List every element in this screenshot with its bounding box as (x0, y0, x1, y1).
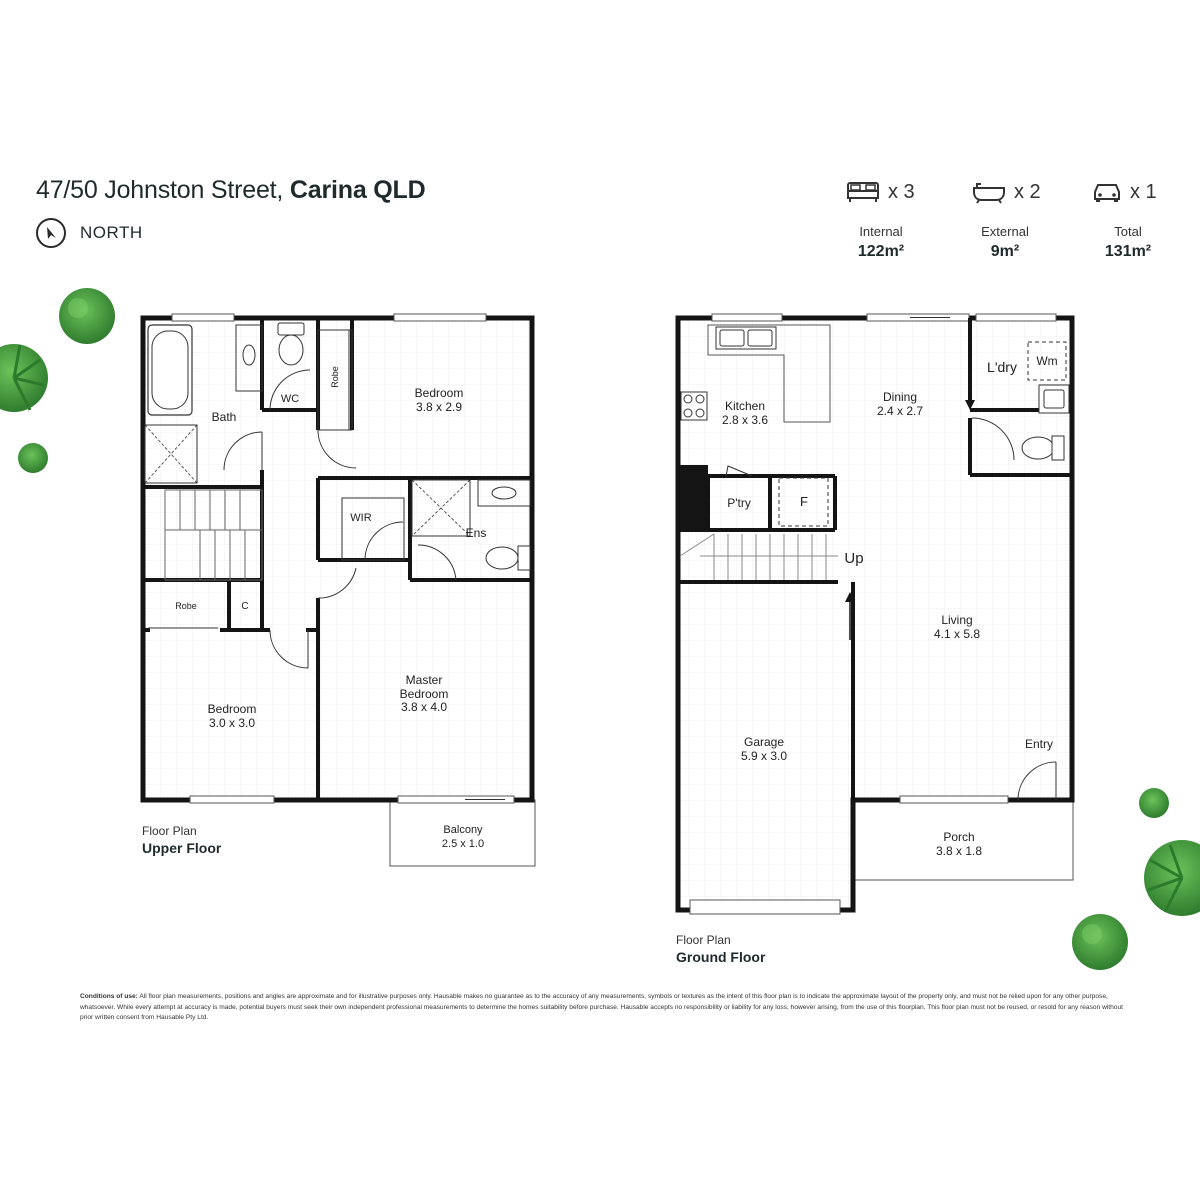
address-street: 47/50 Johnston Street, (36, 176, 284, 204)
fridge-label: F (800, 494, 808, 509)
wir-label: WIR (350, 512, 371, 524)
wc-label: WC (281, 393, 299, 405)
bathroom-count-text: x 2 (1014, 180, 1041, 203)
ens-label: Ens (466, 526, 487, 540)
cupboard-label: C (241, 601, 248, 612)
entry-label: Entry (1025, 737, 1053, 751)
bedroom2-label: Bedroom (208, 702, 257, 716)
garage-size: 5.9 x 3.0 (741, 749, 787, 763)
robe-left-label: Robe (175, 601, 197, 611)
master-line1: Master (406, 673, 443, 687)
ground-caption-big: Ground Floor (676, 949, 766, 965)
internal-area: Internal 122m² (836, 224, 926, 261)
bath-icon (973, 183, 1005, 204)
bed-icon (847, 182, 879, 202)
master-line2: Bedroom (400, 687, 449, 701)
wm-label: Wm (1036, 354, 1057, 368)
tree-icon (18, 443, 48, 473)
internal-label: Internal (859, 224, 903, 239)
bedroom1-size: 3.8 x 2.9 (416, 400, 462, 414)
dining-size: 2.4 x 2.7 (877, 404, 923, 418)
porch-size: 3.8 x 1.8 (936, 844, 982, 858)
compass-icon (36, 218, 66, 248)
up-label: Up (844, 550, 863, 567)
bath-label: Bath (212, 410, 237, 424)
bedroom2-size: 3.0 x 3.0 (209, 716, 255, 730)
ground-floor-plan: Kitchen 2.8 x 3.6 Dining 2.4 x 2.7 L'dry… (675, 313, 1075, 915)
total-value: 131m² (1104, 243, 1152, 260)
external-area: External 9m² (960, 224, 1050, 261)
total-area: Total 131m² (1083, 224, 1173, 261)
robe-top-label: Robe (330, 366, 340, 388)
car-count-text: x 1 (1130, 180, 1157, 203)
balcony-size: 2.5 x 1.0 (442, 838, 484, 850)
upper-floor-plan: Bath WC Robe Bedroom 3.8 x 2.9 WIR Ens R… (140, 313, 536, 867)
tree-icon (1072, 914, 1128, 970)
balcony-label: Balcony (443, 824, 483, 836)
laundry-label: L'dry (987, 359, 1017, 375)
upper-floor-caption: Floor Plan Upper Floor (142, 824, 221, 856)
external-value: 9m² (990, 243, 1020, 260)
north-indicator: NORTH (36, 218, 143, 248)
conditions-of-use: Conditions of use: All floor plan measur… (80, 992, 1130, 1024)
dining-label: Dining (883, 390, 917, 404)
bedroom1-label: Bedroom (415, 386, 464, 400)
north-label: NORTH (80, 223, 143, 242)
internal-value: 122m² (857, 243, 905, 260)
tree-icon (1139, 788, 1169, 818)
upper-caption-small: Floor Plan (142, 824, 197, 838)
upper-caption-big: Upper Floor (142, 840, 222, 856)
total-label: Total (1114, 224, 1142, 239)
car-count: x 1 (1092, 180, 1157, 204)
ground-floor-caption: Floor Plan Ground Floor (676, 933, 765, 965)
porch-label: Porch (943, 830, 974, 844)
living-size: 4.1 x 5.8 (934, 627, 980, 641)
ground-caption-small: Floor Plan (676, 933, 731, 947)
conditions-text: All floor plan measurements, positions a… (80, 993, 1123, 1022)
conditions-title: Conditions of use: (80, 993, 138, 1000)
tree-icon (1144, 840, 1200, 916)
master-size: 3.8 x 4.0 (401, 700, 447, 714)
property-address: 47/50 Johnston Street, Carina QLD (36, 176, 426, 205)
car-icon (1094, 184, 1120, 202)
kitchen-label: Kitchen (725, 399, 765, 413)
garage-label: Garage (744, 735, 784, 749)
bedroom-count-text: x 3 (888, 180, 915, 203)
tree-icon (59, 288, 115, 344)
tree-icon (0, 344, 48, 412)
pantry-label: P'try (727, 496, 751, 510)
kitchen-size: 2.8 x 3.6 (722, 413, 768, 427)
living-label: Living (941, 613, 972, 627)
external-label: External (981, 224, 1029, 239)
address-suburb: Carina QLD (289, 176, 426, 204)
bedroom-count: x 3 (846, 180, 915, 204)
bathroom-count: x 2 (972, 180, 1041, 204)
